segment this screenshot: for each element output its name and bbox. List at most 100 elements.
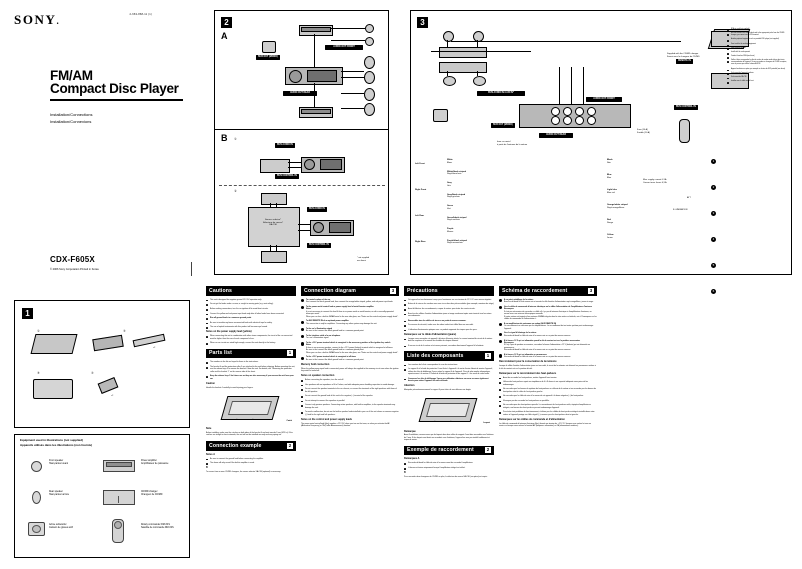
exemple-remarques-head-b: B <box>404 470 406 474</box>
subtitle-en: Installation/Connections <box>50 112 93 117</box>
panel-2-b-marker-2: ② <box>234 189 237 193</box>
schema-item-5: À la borne +12 V qui est alimentée quand… <box>499 340 597 352</box>
panel-2-label-b: B <box>221 133 228 143</box>
p3-note-4: Front cord for XA-C30 <box>727 48 789 51</box>
callout-audio-out-rear-p3: AUDIO OUT REAR <box>539 133 573 138</box>
part-mounting-sleeve <box>30 334 78 354</box>
p3-side-left-rear: Left Rear <box>415 215 425 217</box>
schema-item-3: À un amplificateur de puissance en optio… <box>499 323 597 330</box>
p3-note-11: Installer avec le câble vers le haut <box>727 81 789 84</box>
product-title-line1: FM/AM <box>50 68 93 83</box>
bracket-figure-fr-inner <box>425 403 471 417</box>
text-column-precautions: Précautions Cet appareil est exclusiveme… <box>404 286 494 564</box>
head-unit-b1-display <box>320 159 342 170</box>
memory-hold-text: When the yellow power input lead is conn… <box>301 367 399 373</box>
schema-speaker-5: Ne raccordez que des haut-parleurs passi… <box>499 404 597 409</box>
part-release-key <box>132 333 166 348</box>
precaution-sub-bullet-1: Si aucun circuit de la voiture n'est ass… <box>404 345 494 348</box>
parts-bullet-2: Keep the release keys 3 for future use a… <box>206 375 296 380</box>
bracket-figure-fr: ④ ⑤ Loquet <box>404 394 494 428</box>
schema-memory-head: Raccordement pour la conservation de la … <box>499 360 557 364</box>
heading-liste-composants: Liste des composants 1 <box>404 350 494 361</box>
schema-raccordement-badge: 3 <box>588 287 594 294</box>
panel-2-label-a: A <box>221 31 228 41</box>
cd-item-4: To the car's illumination signal Be sure… <box>301 328 399 333</box>
speaker-round-icon <box>31 461 42 472</box>
changer-icon <box>103 490 135 505</box>
legend-title-en: Equipment used in illustrations (not sup… <box>20 438 83 442</box>
p3-changer-1 <box>711 31 749 47</box>
speaker-note-6: To avoid a malfunction, do not use the b… <box>301 411 399 416</box>
schema-speaker-6: Pour éviter tout problème de fonctionnem… <box>499 411 597 416</box>
schema-speaker-head: Remarques sur le raccordement des haut-p… <box>499 371 557 375</box>
p3-note-5: Install with the cord upwards <box>727 52 789 55</box>
heading-connection-diagram: Connection diagram 3 <box>301 286 399 296</box>
p3-speaker-4 <box>473 76 486 86</box>
precaution-bullet-0: Cet appareil est exclusivement conçu pou… <box>404 299 494 302</box>
p3-label-illumination: ILLUMINATION <box>673 209 688 211</box>
liste-attention-text: Manipulez précautionneusement le support… <box>404 389 472 391</box>
precaution-bullet-2: Avant d'effectuer les raccordements, cou… <box>404 308 494 312</box>
panel-2-dashed-divider <box>219 185 385 186</box>
text-column-schema-raccordement: Schéma de raccordement 3 À un point méta… <box>499 286 597 564</box>
p3-right-notes: RCA pin cord (not supplied) Be sure to m… <box>727 29 789 85</box>
p3-side-right-front: Right Front <box>415 189 427 191</box>
precaution-bullet-4: Rassemblez tous les câbles de terre en u… <box>404 320 494 323</box>
caution-bullet-5: Be sure to insulate any loose unconnecte… <box>206 322 296 325</box>
p3-side-left-front: Left Front <box>415 163 425 165</box>
caution-bullet-6: The use of optical instruments with this… <box>206 326 296 330</box>
caution-bullet-2: Before making connections, turn the car … <box>206 308 296 312</box>
schema-item-1: À un point métallique de la voiture Bran… <box>499 299 597 304</box>
bracket-figure-en: ④ ⑤ Catch <box>206 392 296 426</box>
schema-speaker-1: Utilisez des haut-parleurs ayant une imp… <box>499 381 597 386</box>
p3-bus-wire-mid <box>431 51 531 52</box>
schema-speaker-4: N'essayez pas de raccorder les haut-parl… <box>499 400 597 403</box>
callout-bus-audio-in-aux-in: BUS AUDIO IN /AUX IN* <box>477 91 525 96</box>
speaker-note-5: Connect only passive speakers. Connectin… <box>301 404 399 409</box>
p3-note-0: RCA pin cord (not supplied) <box>727 29 789 32</box>
heading-parts-list: Parts list 1 <box>206 348 296 359</box>
model-number: CDX-F605X <box>50 255 95 264</box>
p3-amp-1 <box>439 47 487 58</box>
parts-bullet-1: The bracket 4 and the protection collar … <box>206 366 296 373</box>
caution-bullet-0: This unit is designed for negative groun… <box>206 299 296 302</box>
cd-item-2: To the power aerial control lead or powe… <box>301 306 399 318</box>
p3-note-9: Fiche avant de l'appareil auxiliaire <box>727 73 789 76</box>
heading-schema-raccordement: Schéma de raccordement 3 <box>499 286 597 296</box>
schema-item-4: Vers le signal d'éclairage de la voiture… <box>499 332 597 337</box>
schema-control-text: Le câble de commande d'antenne électriqu… <box>499 422 592 427</box>
p3-bus-wire-top <box>451 41 681 42</box>
head-unit-a-dial <box>289 70 302 83</box>
cd-item-5: To the interface cable of a car telephon… <box>301 335 399 340</box>
panel-2-footnote: * not supplied non fourni <box>357 257 370 262</box>
p3-wire-v4 <box>477 71 478 76</box>
callout-remote-in: REMOTE IN <box>676 59 693 64</box>
exemple-raccordement-badge: 2 <box>485 447 491 454</box>
schema-memory-text: Lorsque le câble d'entrée d'alimentation… <box>499 365 596 370</box>
callout-audio-out-front-a: AUDIO OUT FRONT <box>325 45 363 50</box>
liste-remarque-head: Remarque <box>404 429 416 433</box>
caution-sub-bullet-0: When connecting this unit in combination… <box>206 335 296 340</box>
heading-exemple-raccordement: Exemple de raccordement 2 <box>404 445 494 456</box>
exemple-remarques-head: Remarques A <box>404 457 420 461</box>
wire-b1-2 <box>288 167 301 168</box>
callout-bus-audio-in-b2: BUS AUDIO IN <box>307 207 327 212</box>
p3-feed-1 <box>559 67 560 105</box>
rear-speaker-right-b <box>364 103 375 116</box>
bracket-figure-fr-marker-5: ⑤ <box>450 421 452 423</box>
caution-bullet-3: Connect the yellow and red power input l… <box>206 313 296 316</box>
cd-md-changer-b2-bottom <box>261 251 287 263</box>
